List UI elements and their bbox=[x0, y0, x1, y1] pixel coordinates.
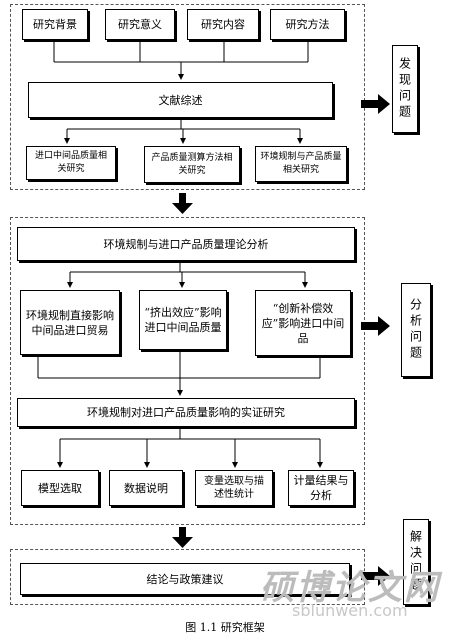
section-problem-analysis bbox=[10, 217, 365, 525]
watermark-logo-text: 硕博论文网 bbox=[260, 568, 440, 608]
research-significance-box: 研究意义 bbox=[105, 9, 175, 40]
mechanism-direct-impact-box: 环境规制直接影响中间品进口贸易 bbox=[20, 290, 120, 355]
variable-selection-box: 变量选取与描述性统计 bbox=[195, 470, 273, 506]
literature-review-box: 文献综述 bbox=[28, 82, 333, 118]
empirical-research-box: 环境规制对进口产品质量影响的实证研究 bbox=[17, 398, 355, 427]
review-box-environmental-regulation: 环境规制与产品质量相关研究 bbox=[255, 146, 347, 182]
review-box-intermediate-goods: 进口中间品质量相关研究 bbox=[26, 146, 116, 180]
conclusion-box: 结论与政策建议 bbox=[20, 563, 350, 595]
results-analysis-box: 计量结果与分析 bbox=[288, 470, 354, 506]
theory-analysis-box: 环境规制与进口产品质量理论分析 bbox=[17, 227, 355, 261]
mechanism-innovation-compensation-box: “创新补偿效应”影响进口中间品 bbox=[255, 290, 351, 356]
mechanism-crowding-out-box: “挤出效应”影响进口中间品质量 bbox=[139, 290, 227, 350]
research-background-box: 研究背景 bbox=[22, 9, 88, 40]
solve-problem-label: 解决问题 bbox=[403, 519, 429, 605]
model-selection-box: 模型选取 bbox=[21, 470, 99, 506]
data-description-box: 数据说明 bbox=[109, 470, 183, 506]
discover-problem-label: 发现问题 bbox=[392, 45, 418, 133]
analyze-problem-label: 分析问题 bbox=[401, 283, 431, 377]
research-content-box: 研究内容 bbox=[187, 9, 259, 40]
figure-caption: 图 1.1 研究框架 bbox=[185, 621, 265, 634]
research-method-box: 研究方法 bbox=[270, 9, 345, 40]
watermark-url: sblunwen.com bbox=[292, 601, 408, 620]
review-box-quality-measurement: 产品质量测算方法相关研究 bbox=[144, 146, 240, 183]
section-problem-discovery bbox=[10, 4, 365, 190]
